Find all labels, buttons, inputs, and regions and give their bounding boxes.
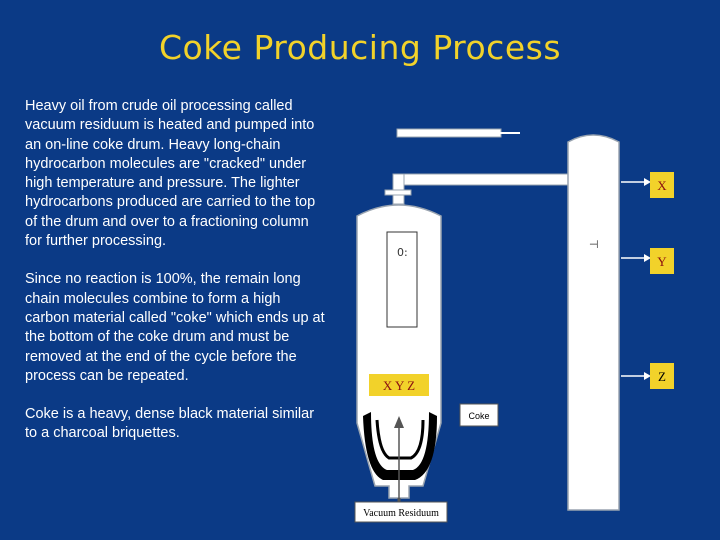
- label-z: Z: [658, 369, 666, 384]
- overhead-vapor-line: [392, 173, 571, 186]
- label-x-box: [650, 172, 674, 198]
- arrow-z-icon: [644, 372, 651, 380]
- label-vacuum-residuum-box: [354, 501, 448, 523]
- label-y-box: [650, 248, 674, 274]
- paragraph-coke-formation: Since no reaction is 100%, the remain lo…: [25, 271, 325, 384]
- column-mark: ⊣: [589, 238, 599, 251]
- coke-process-diagram: 0: ⊣ X Y Z: [345, 120, 720, 540]
- paragraph-process: Heavy oil from crude oil processing call…: [25, 98, 316, 250]
- arrow-x-icon: [644, 178, 651, 186]
- label-coke: Coke: [468, 411, 489, 421]
- body-text: Heavy oil from crude oil processing call…: [25, 97, 325, 463]
- coke-layer-inner: [375, 419, 425, 460]
- label-coke-box: [459, 403, 499, 427]
- drum-inner-mark: 0:: [397, 246, 408, 259]
- coke-process-svg: 0: ⊣ X Y Z: [354, 128, 674, 523]
- label-y: Y: [657, 254, 667, 269]
- label-xyz-box: [369, 374, 429, 396]
- residuum-arrow-icon: [394, 416, 404, 428]
- paragraph-coke-description: Coke is a heavy, dense black material si…: [25, 406, 315, 442]
- vapor-riser: [392, 173, 405, 205]
- label-z-box: [650, 363, 674, 389]
- drum-inner-outline: [386, 231, 418, 328]
- arrow-y-icon: [644, 254, 651, 262]
- coke-layer: [363, 412, 437, 480]
- top-feed-pipe: [396, 128, 502, 138]
- label-vacuum-residuum: Vacuum Residuum: [363, 508, 439, 519]
- fractionating-column: [567, 134, 620, 511]
- drum-top-nozzle: [384, 189, 412, 196]
- label-x: X: [657, 178, 667, 193]
- label-xyz: X Y Z: [383, 378, 415, 393]
- slide-title: Coke Producing Process: [158, 28, 562, 67]
